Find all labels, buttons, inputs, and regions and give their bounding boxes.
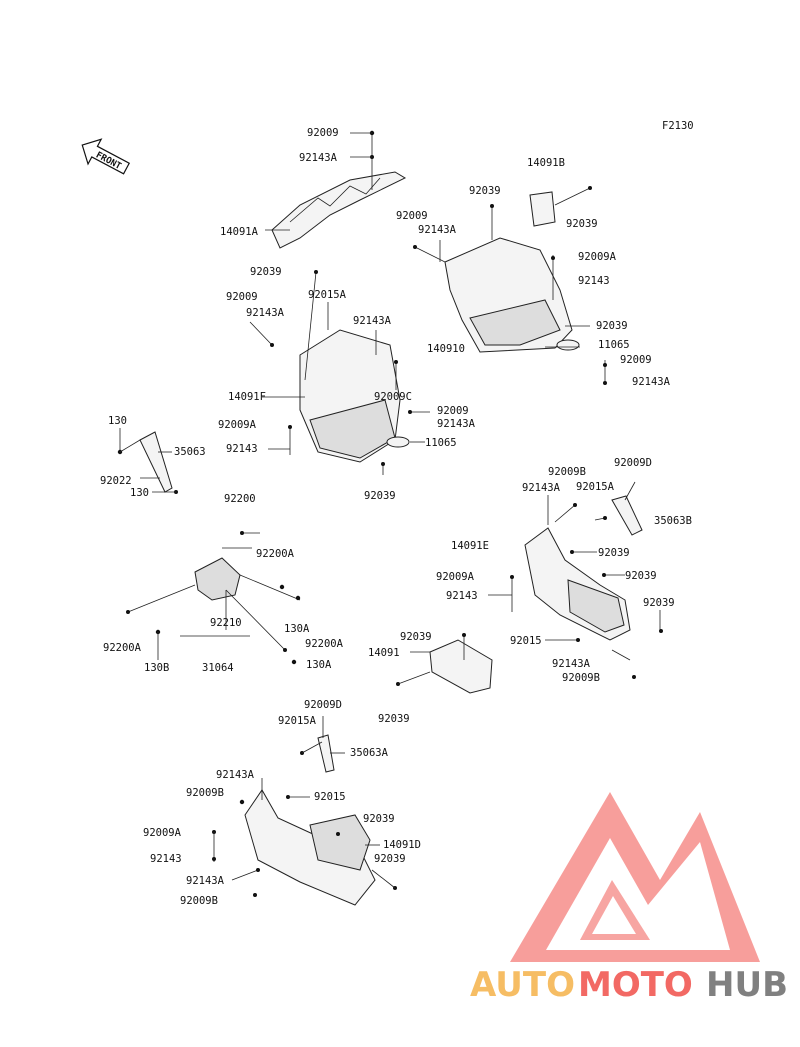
part-label: 14091A [220,226,259,238]
part-label: 35063A [350,747,389,759]
part-label: 92039 [596,320,628,332]
part-label: 92143A [216,769,255,781]
part-label: 92015 [510,635,542,647]
part-group-14091D [212,716,397,906]
part-label: 92039 [598,547,630,559]
part-label: 92009 [437,405,469,417]
part-label: 92039 [643,597,675,609]
part-label: 92143A [186,875,225,887]
part-group-14091 [396,633,493,694]
part-group-14091F [249,270,430,475]
part-label: 92039 [378,713,410,725]
part-label: 92009 [396,210,428,222]
part-label: 14091B [527,157,565,169]
part-label: 92039 [250,266,282,278]
part-label: 92143 [150,853,182,865]
part-label: 92009B [186,787,224,799]
watermark-brand-moto: MOTO [578,965,693,1005]
part-label: 92039 [469,185,501,197]
part-label: 130 [130,487,149,499]
part-label: 92009C [374,391,412,403]
part-label: 92143A [437,418,476,430]
part-label: 11065 [598,339,630,351]
part-label: 92009B [180,895,218,907]
part-label: 92200 [224,493,256,505]
part-label: 92039 [625,570,657,582]
part-label: 92143A [353,315,392,327]
part-group-35063 [117,428,178,494]
part-label: 92015A [308,289,347,301]
watermark-brand-auto: AUTO [470,965,575,1005]
front-arrow-icon: FRONT [81,138,131,175]
part-label: 92143 [226,443,258,455]
part-label: 14091F [228,391,266,403]
part-label: 35063B [654,515,692,527]
part-label: 92039 [374,853,406,865]
part-label: 130B [144,662,169,674]
part-group-31064 [126,531,301,665]
part-label: 14091D [383,839,421,851]
part-label: 92009A [143,827,182,839]
part-label: 92015 [314,791,346,803]
part-label: 92200A [103,642,142,654]
part-label: 11065 [425,437,457,449]
part-label: 92009D [304,699,342,711]
part-label: 92009A [436,571,475,583]
part-label: 92143A [246,307,285,319]
part-group-140910 [413,186,607,385]
part-label: 92143A [522,482,561,494]
part-label: 130A [306,659,332,671]
part-label: 92009 [307,127,339,139]
figure-code: F2130 [662,120,694,132]
part-label: 92039 [400,631,432,643]
part-label: 92039 [364,490,396,502]
part-label: 92009D [614,457,652,469]
part-label: 14091 [368,647,400,659]
part-label: 92039 [363,813,395,825]
part-label: 92210 [210,617,242,629]
part-label: 130 [108,415,127,427]
part-label: 92143A [552,658,591,670]
part-label: 31064 [202,662,234,674]
part-label: 92143A [299,152,338,164]
part-label: 92015A [278,715,317,727]
part-label: 92015A [576,481,615,493]
part-group-14091E [488,481,663,679]
watermark-logo: AUTO MOTO HUB [470,792,788,1005]
part-group-14091A [265,130,407,249]
part-label: 92039 [566,218,598,230]
part-label: 92143 [578,275,610,287]
part-label: 92009 [226,291,258,303]
part-label: 92143A [632,376,671,388]
part-label: 92009 [620,354,652,366]
part-label: 92009B [562,672,600,684]
part-label: 35063 [174,446,206,458]
part-label: 92009A [578,251,617,263]
part-label: 14091E [451,540,489,552]
watermark-brand-hub: HUB [706,965,788,1005]
part-label: 92143A [418,224,457,236]
part-label: 92143 [446,590,478,602]
part-label: 130A [284,623,310,635]
part-label: 92009A [218,419,257,431]
part-label: 92009B [548,466,586,478]
part-label: 92200A [256,548,295,560]
part-label: 92200A [305,638,344,650]
part-label: 92022 [100,475,132,487]
part-label: 140910 [427,343,465,355]
